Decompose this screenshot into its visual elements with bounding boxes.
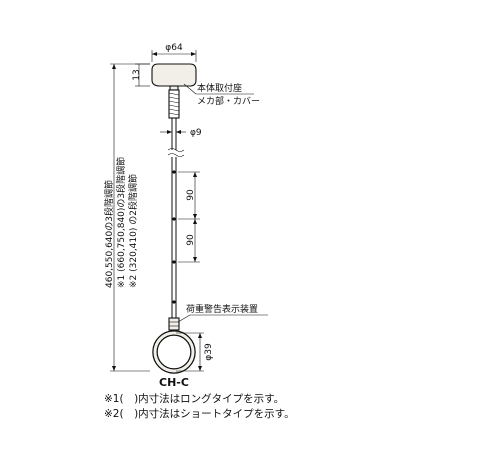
- load-indicator-leader: 荷重警告表示装置: [177, 303, 268, 323]
- mount-base: [151, 63, 197, 91]
- step-1-label: 90: [186, 189, 196, 201]
- main-rod: [167, 118, 185, 318]
- load-indicator: [168, 317, 180, 331]
- threaded-rod: [168, 89, 180, 119]
- ring-diameter-label: φ39: [204, 343, 214, 361]
- step-2-label: 90: [186, 234, 196, 246]
- base-diameter-dimension: φ64: [151, 43, 197, 62]
- footnote-1: ※1( )内寸法はロングタイプを示す。: [104, 392, 284, 405]
- ring-diameter-dimension: φ39: [176, 332, 214, 372]
- rod-diameter-label: φ9: [190, 128, 202, 138]
- base-height-label: 13: [132, 69, 142, 80]
- load-indicator-label: 荷重警告表示装置: [186, 303, 258, 315]
- long-type-annotation: ※1 (660,750,840)の3段階調節: [115, 157, 127, 288]
- base-diameter-label: φ64: [165, 43, 183, 53]
- footnote-2: ※2( )内寸法はショートタイプを示す。: [104, 407, 295, 420]
- short-type-annotation: ※2 (320,410) の2段階調節: [127, 174, 139, 288]
- mount-label-line1: 本体取付座: [197, 82, 242, 94]
- hook-ring: [152, 330, 196, 374]
- overall-length-dimension: 460,550,640の3段階調節 ※1 (660,750,840)の3段階調節…: [103, 63, 150, 372]
- mount-leader: 本体取付座 メカ部・カバー: [183, 82, 260, 107]
- step-dimensions: 90 90: [178, 171, 200, 263]
- total-length-annotation: 460,550,640の3段階調節: [103, 180, 115, 288]
- model-name: CH-C: [159, 376, 189, 389]
- base-height-dimension: 13: [132, 63, 150, 87]
- mount-label-line2: メカ部・カバー: [197, 95, 260, 107]
- rod-diameter-dimension: φ9: [160, 128, 202, 138]
